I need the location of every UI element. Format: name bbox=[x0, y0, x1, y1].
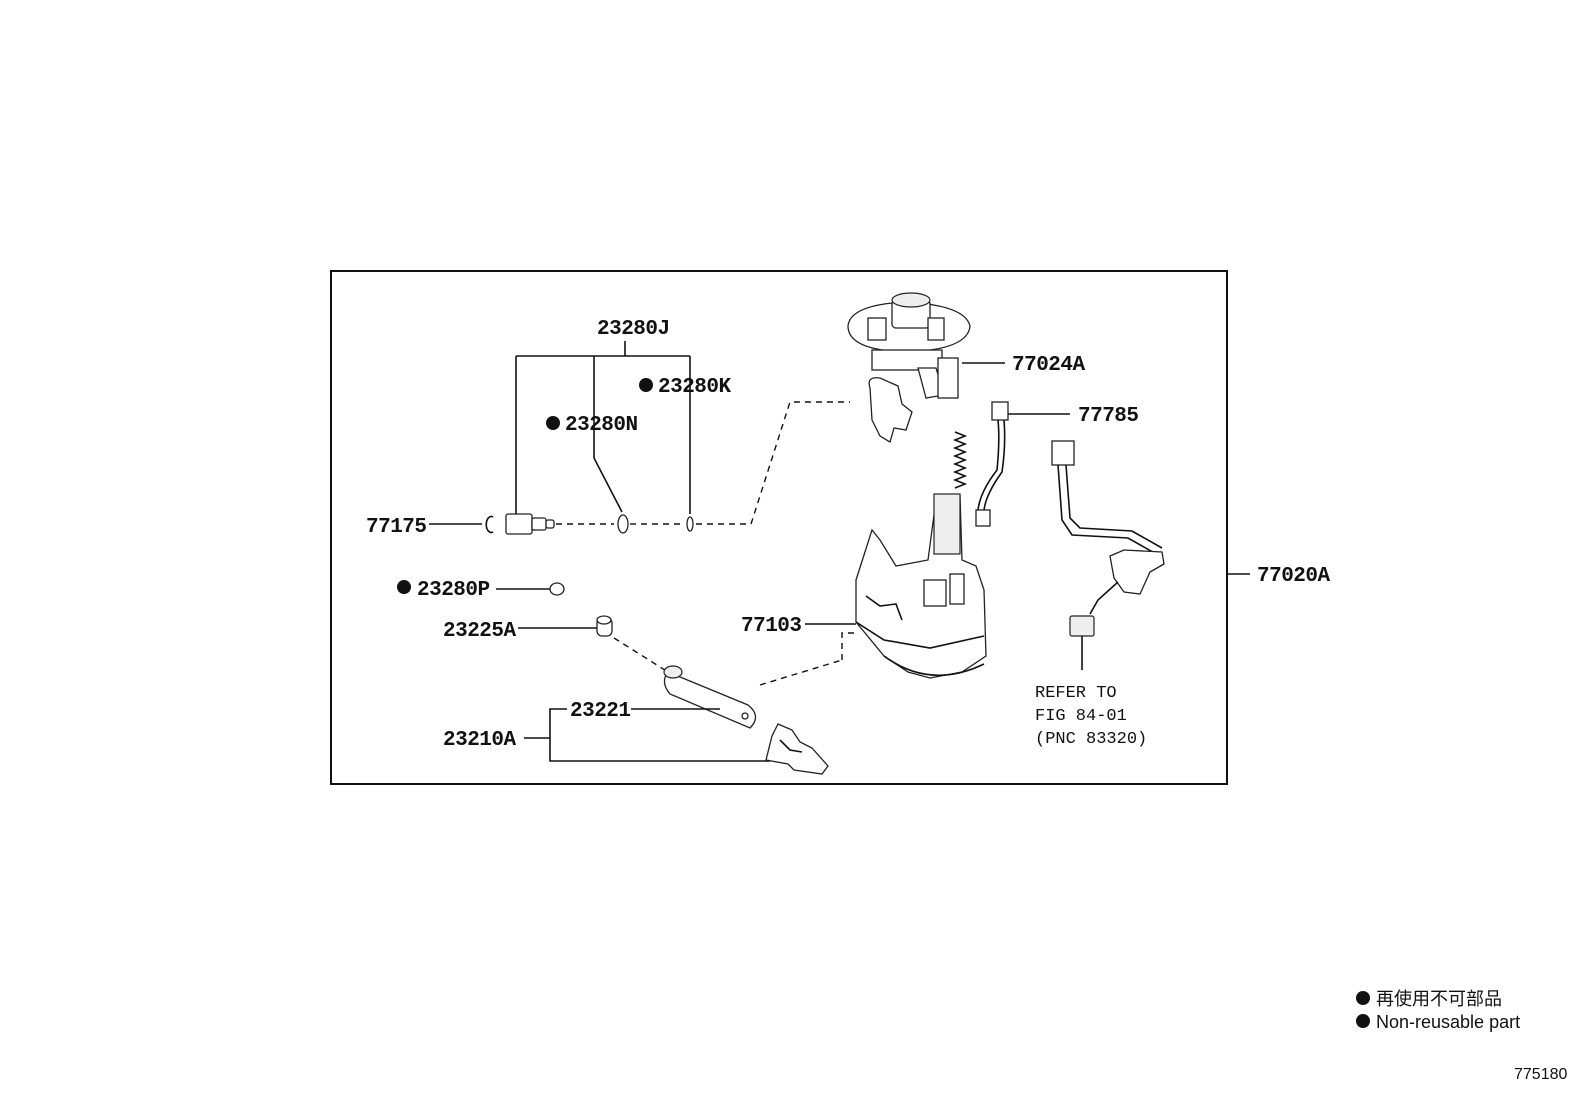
callout-23280J: 23280J bbox=[597, 318, 670, 341]
wire-harness-77785 bbox=[975, 401, 1009, 527]
callout-77103: 77103 bbox=[741, 615, 802, 638]
check-valve-part bbox=[505, 513, 555, 535]
assembly-line-valve bbox=[696, 401, 850, 525]
o-ring-23280P bbox=[549, 582, 565, 596]
fuel-pump-23221 bbox=[663, 665, 757, 729]
callout-23210A: 23210A bbox=[443, 729, 517, 752]
figure-number: 775180 bbox=[1514, 1066, 1567, 1083]
assembly-line-pump bbox=[759, 659, 843, 686]
callout-77785: 77785 bbox=[1078, 405, 1139, 428]
spring-part bbox=[952, 431, 968, 489]
clip-ring-77175 bbox=[485, 515, 494, 534]
callout-77024A: 77024A bbox=[1012, 354, 1086, 377]
legend-marker-en-icon bbox=[1356, 1014, 1370, 1028]
legend-japanese: 再使用不可部品 bbox=[1376, 989, 1502, 1009]
assembly-line-pump-2 bbox=[841, 632, 858, 660]
level-sender-clip bbox=[868, 377, 913, 443]
callout-23225A: 23225A bbox=[443, 620, 517, 643]
fuel-sender-gauge bbox=[1051, 440, 1165, 637]
callout-23280P: 23280P bbox=[417, 579, 490, 602]
callout-77020A: 77020A bbox=[1257, 565, 1331, 588]
o-ring-23280K bbox=[686, 516, 694, 532]
callout-23221: 23221 bbox=[570, 700, 631, 723]
sub-tank-77103 bbox=[855, 493, 987, 679]
refer-line-3: (PNC 83320) bbox=[1035, 730, 1147, 749]
callout-23280N: 23280N bbox=[565, 414, 638, 437]
o-ring-23280N bbox=[617, 514, 629, 534]
callout-23280K: 23280K bbox=[658, 376, 732, 399]
callout-77175: 77175 bbox=[366, 516, 427, 539]
bracket-23210A bbox=[549, 708, 770, 762]
assembly-line-filter bbox=[613, 637, 669, 673]
pump-bracket-part bbox=[765, 723, 829, 775]
leader-23280J bbox=[515, 341, 691, 516]
non-reusable-23280K-icon bbox=[639, 378, 653, 392]
non-reusable-23280N-icon bbox=[546, 416, 560, 430]
refer-line-1: REFER TO bbox=[1035, 684, 1117, 703]
refer-line-2: FIG 84-01 bbox=[1035, 707, 1127, 726]
legend-marker-jp-icon bbox=[1356, 991, 1370, 1005]
non-reusable-23280P-icon bbox=[397, 580, 411, 594]
flange-77024A bbox=[847, 292, 971, 399]
diagram-frame bbox=[330, 270, 1228, 785]
filter-23225A bbox=[596, 615, 613, 637]
legend-english: Non-reusable part bbox=[1376, 1012, 1520, 1032]
